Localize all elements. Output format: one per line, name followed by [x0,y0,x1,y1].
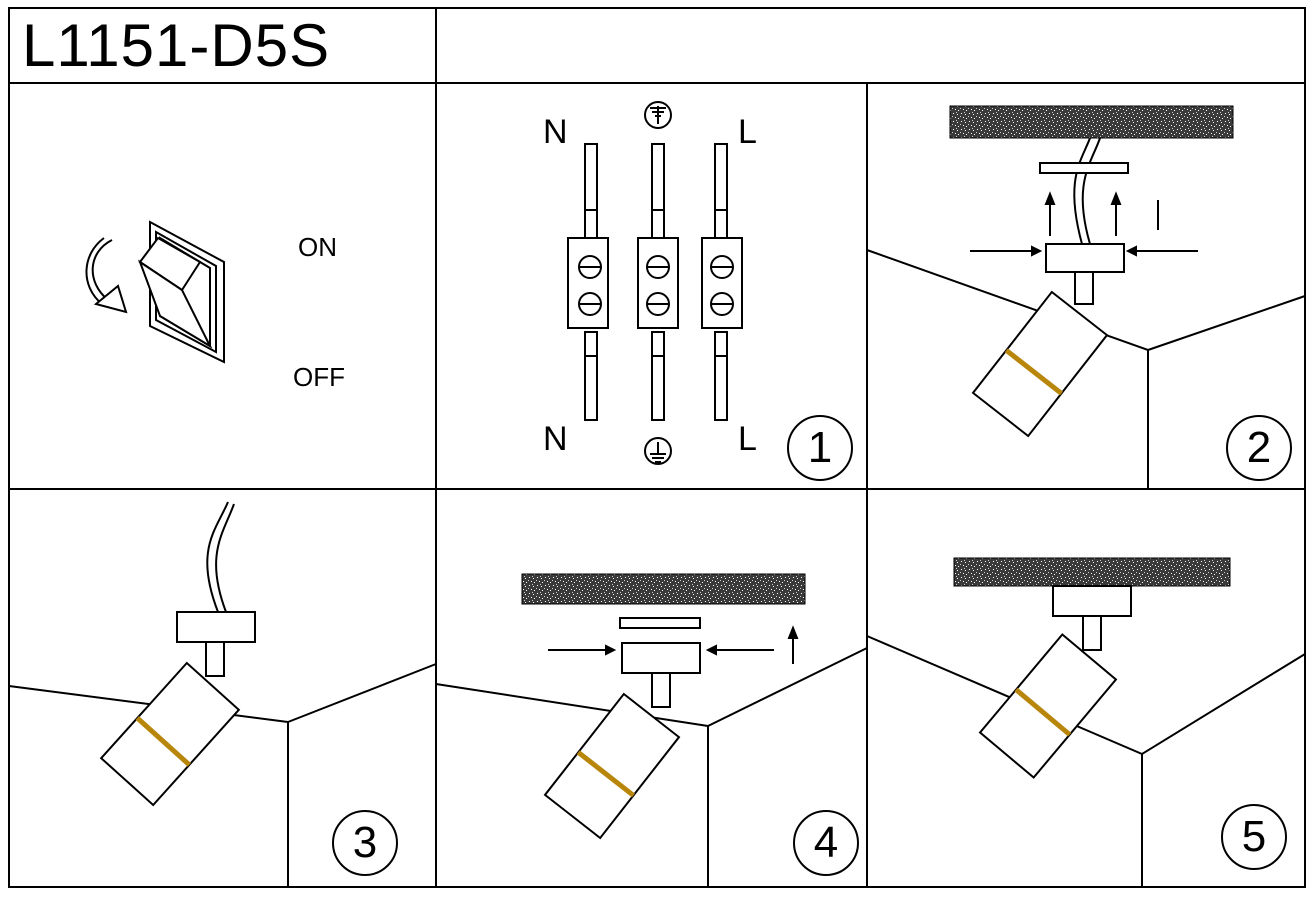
ground-icon [644,437,672,465]
step-number-1: 1 [787,415,853,481]
step-number-4: 4 [793,810,859,876]
ceiling-block [953,557,1231,587]
panel4-room-lines [435,647,868,887]
step-number-2: 2 [1226,415,1292,481]
panel2-room-lines [866,249,1306,489]
grid-frame [8,7,1306,888]
model-title: L1151-D5S [22,12,331,79]
wall-switch-illustration [137,220,225,364]
ceiling-block [949,105,1234,139]
terminal-live-top-label: L [738,113,757,151]
rotate-arrow-icon [85,237,128,314]
panel5-lamp [978,585,1132,779]
terminal-neutral-bottom-label: N [543,420,568,458]
ground-icon [644,101,672,129]
panel3-lamp [99,501,256,807]
panel4-mount [543,617,799,840]
panel5-room-lines [866,635,1306,887]
panel2-mount [970,137,1198,438]
ceiling-block [521,573,806,605]
terminal-live-bottom-label: L [738,420,757,458]
terminal-neutral-top-label: N [543,113,568,151]
step-number-5: 5 [1221,804,1287,870]
panel3-room-lines [8,663,437,887]
terminal-block [567,143,743,421]
step-number-3: 3 [332,810,398,876]
switch-on-label: ON [298,232,337,262]
switch-off-label: OFF [293,362,345,392]
